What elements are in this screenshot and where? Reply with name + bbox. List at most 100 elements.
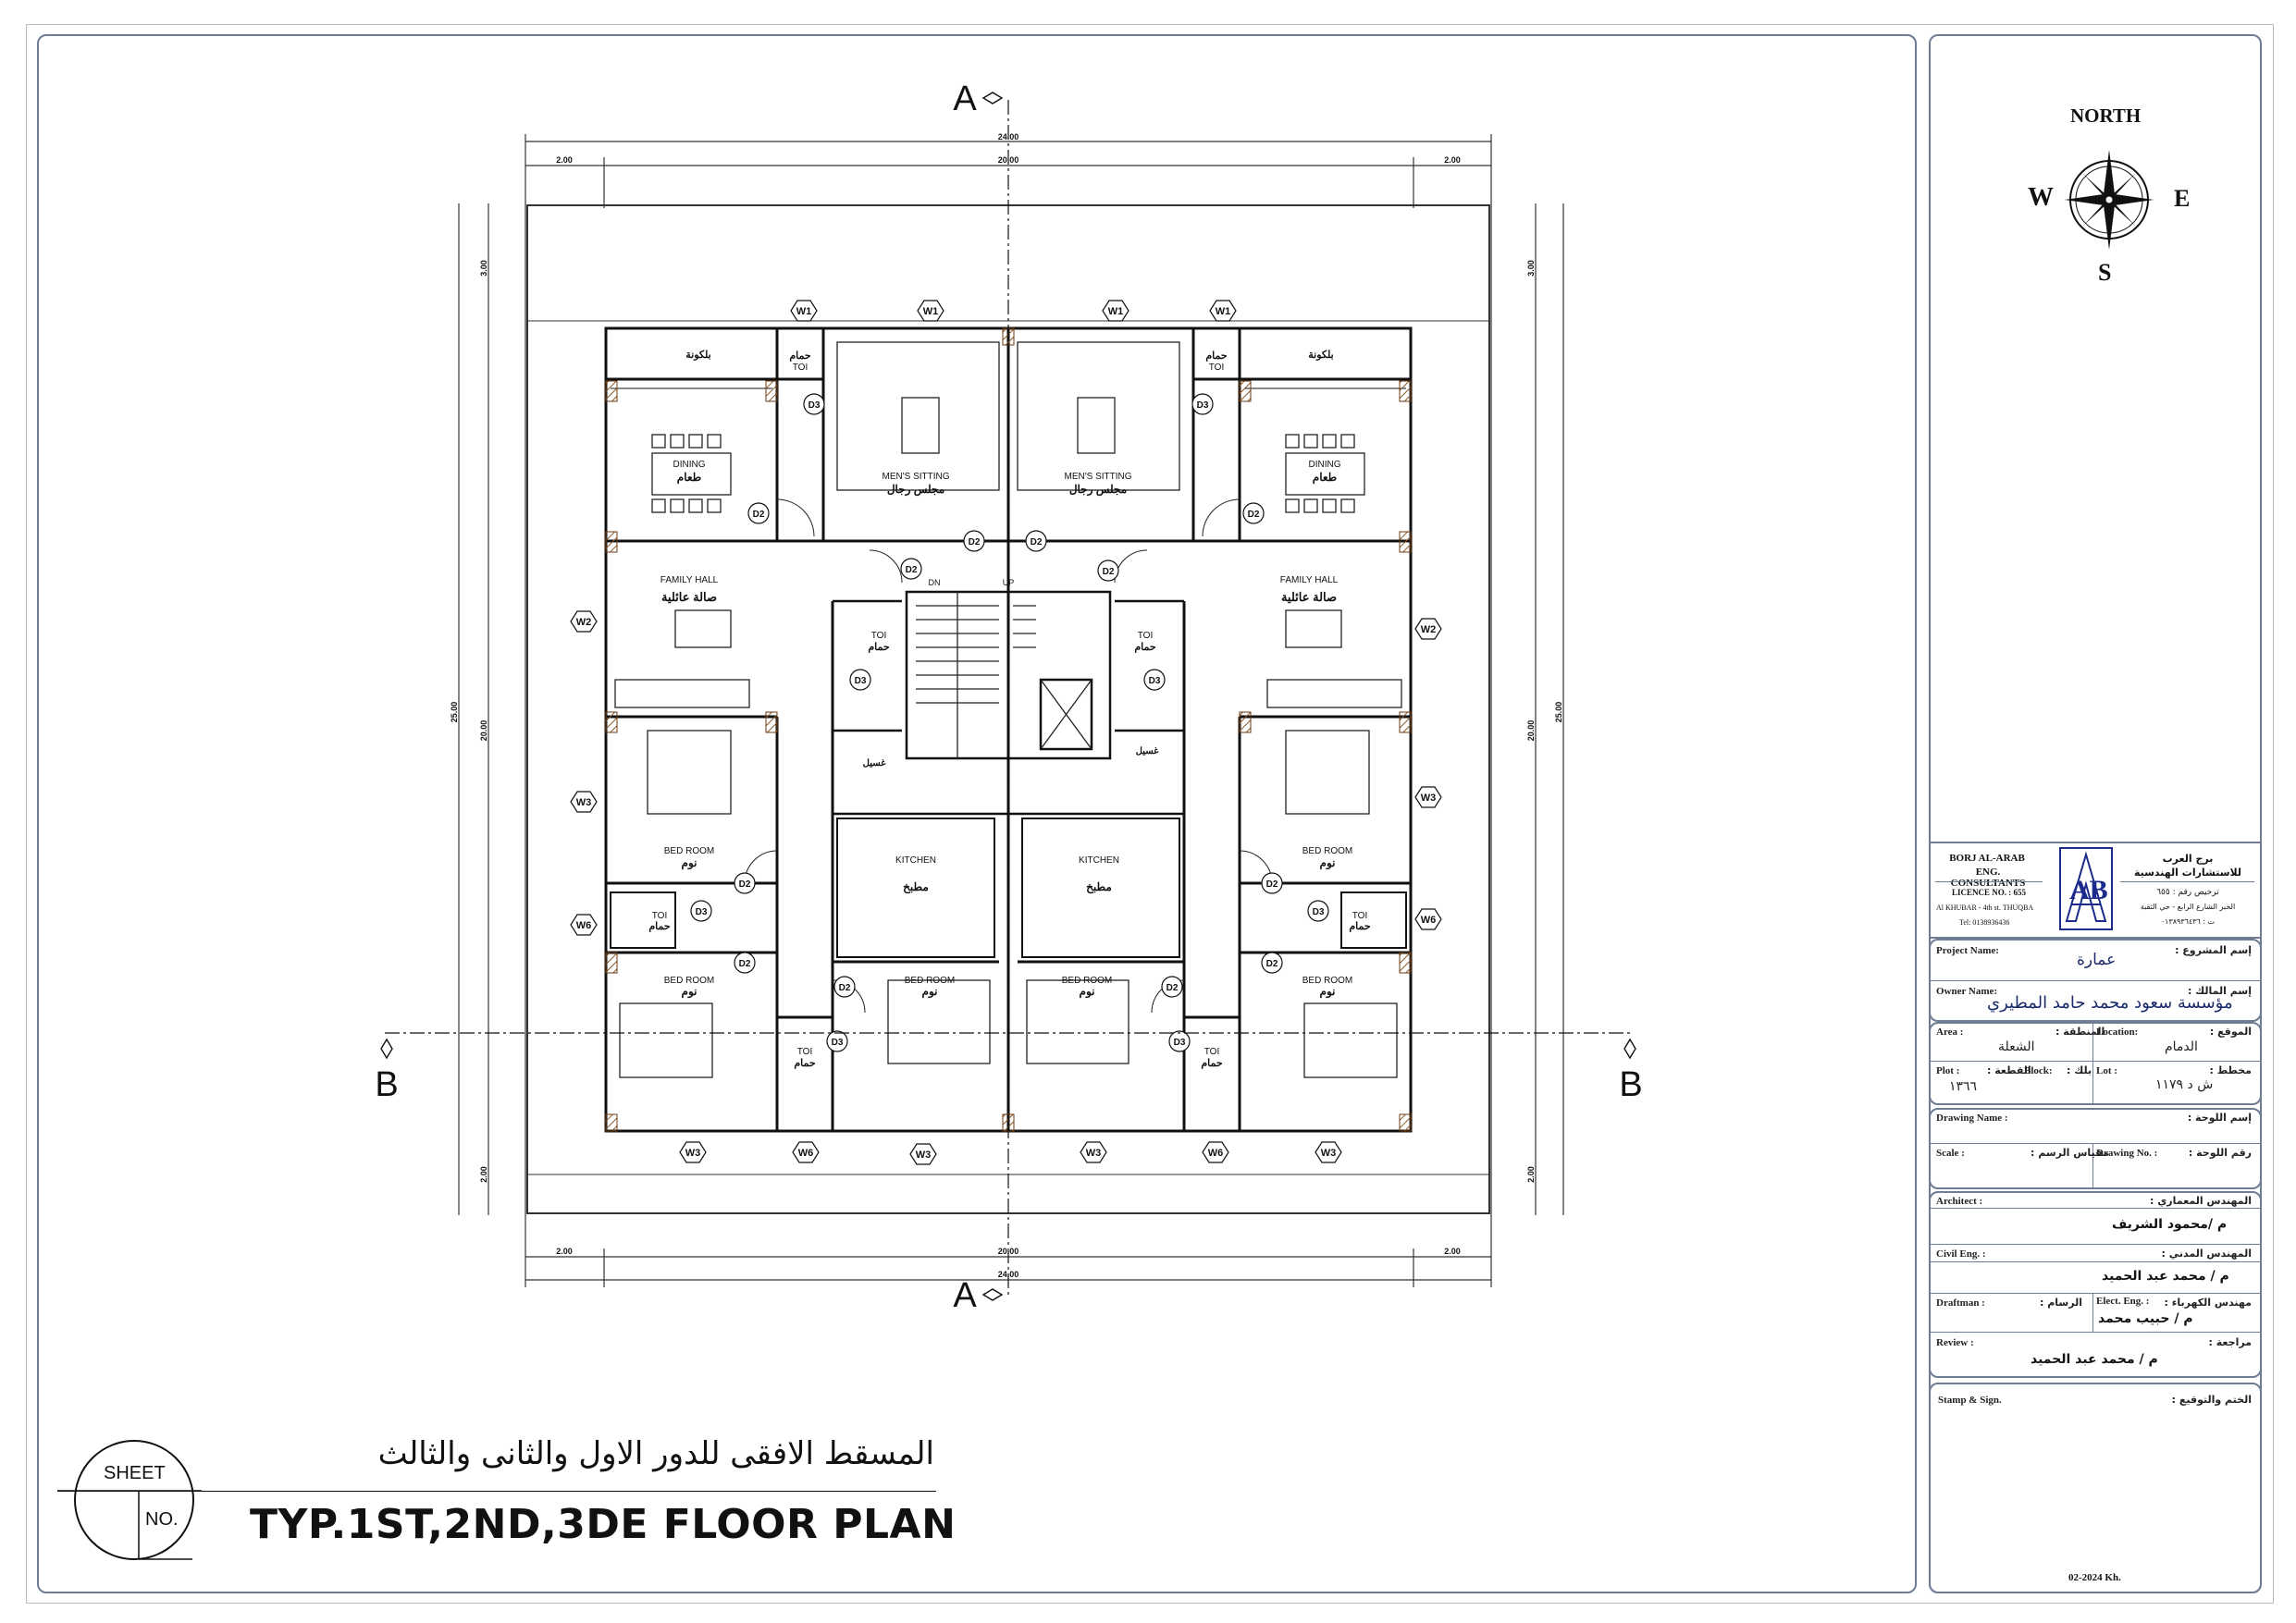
- room-family-left-en: FAMILY HALL: [660, 575, 719, 585]
- tag-d2-2: D2: [1242, 502, 1265, 524]
- tag-w6-bottom-1: W6: [792, 1141, 820, 1163]
- svg-text:D3: D3: [1313, 907, 1325, 917]
- drawing-divider-h: [1929, 1143, 2262, 1144]
- room-family-left-ar: صالة عائلية: [661, 590, 717, 604]
- firm-name-ar-2: للاستشارات الهندسية: [2133, 867, 2242, 879]
- tag-d3-6: D3: [1307, 900, 1329, 922]
- room-bed6-ar: نوم: [1320, 985, 1336, 999]
- tag-w3-left: W3: [570, 791, 598, 813]
- lot-label-ar: مخطط :: [2209, 1064, 2252, 1076]
- svg-text:W3: W3: [576, 797, 592, 808]
- title-underline: [57, 1491, 936, 1492]
- room-toi-6-ar: حمام: [1349, 921, 1371, 932]
- room-laundry-right: غسيل: [1136, 746, 1160, 756]
- room-toi-1-en: TOI: [793, 363, 808, 373]
- room-toi-2-ar: حمام: [1205, 350, 1228, 362]
- drawing-divider-v: [2092, 1143, 2093, 1189]
- location-divider-h: [1929, 1061, 2262, 1062]
- svg-text:D2: D2: [839, 983, 851, 993]
- room-mens-left-en: MEN'S SITTING: [882, 472, 949, 482]
- stamp-label: Stamp & Sign.: [1938, 1395, 2002, 1406]
- lot-value: ش د ١١٧٩: [2155, 1077, 2214, 1092]
- room-bed4-ar: نوم: [922, 985, 938, 999]
- tag-w1-right: W1: [1102, 300, 1129, 322]
- room-toi-5-ar: حمام: [648, 921, 671, 932]
- firm-divider-left: [1935, 881, 2043, 882]
- svg-text:W3: W3: [916, 1150, 932, 1161]
- elect-value: م / حبيب محمد: [2098, 1311, 2193, 1326]
- eng-divider-2: [1929, 1244, 2262, 1245]
- section-a-bottom: A: [953, 1276, 977, 1315]
- svg-text:D2: D2: [1248, 510, 1260, 520]
- project-label: Project Name:: [1936, 945, 1999, 956]
- window-tags: W1 W1 W1 W1 W2 W2 W3 W3 W6 W6 W3 W6 W3 W…: [570, 300, 1442, 1165]
- room-toi-5-en: TOI: [652, 911, 667, 921]
- room-bed5-ar: نوم: [1080, 985, 1095, 999]
- room-toi-4-en: TOI: [1138, 631, 1153, 641]
- tag-w6-bottom-2: W6: [1202, 1141, 1229, 1163]
- eng-divider-5: [1929, 1332, 2262, 1333]
- tag-w4-right: W1: [1209, 300, 1237, 322]
- area-label-ar: المنطقة :: [2055, 1026, 2105, 1038]
- room-family-right-en: FAMILY HALL: [1280, 575, 1339, 585]
- dimension-texts: 2.00 20.00 2.00 24.00 2.00 20.00 2.00 24…: [450, 132, 1563, 1279]
- room-balcony-left: بلكونة: [685, 350, 710, 361]
- architect-label-ar: المهندس المعماري :: [2149, 1195, 2252, 1207]
- date-code: 02-2024 Kh.: [2068, 1572, 2121, 1583]
- room-bed1-ar: نوم: [682, 856, 697, 870]
- svg-text:W2: W2: [1421, 624, 1437, 635]
- tag-d2-3: D2: [963, 530, 985, 552]
- tag-d3-5: D3: [690, 900, 712, 922]
- svg-text:D3: D3: [696, 907, 708, 917]
- svg-text:W6: W6: [798, 1148, 814, 1159]
- svg-text:D3: D3: [809, 400, 821, 411]
- stair-dn-label: DN: [929, 578, 941, 587]
- room-laundry-left: غسيل: [863, 758, 887, 768]
- architect-value: م /محمود الشريف: [2112, 1217, 2228, 1232]
- svg-text:D2: D2: [739, 879, 751, 890]
- firm-tel-ar: ت : ٠١٣٨٩٣٦٤٣٦: [2160, 917, 2216, 926]
- dim-right-mid: 20.00: [1526, 720, 1536, 742]
- section-b-left: B: [375, 1065, 398, 1104]
- svg-text:W3: W3: [685, 1148, 701, 1159]
- tag-w1-left: W1: [917, 300, 944, 322]
- sheet-no-label: NO.: [145, 1509, 179, 1530]
- room-dining-right-en: DINING: [1309, 460, 1341, 470]
- svg-text:W1: W1: [1216, 306, 1231, 317]
- room-toi-3-en: TOI: [871, 631, 886, 641]
- tag-d3-1: D3: [803, 393, 825, 415]
- room-toi-7-ar: حمام: [794, 1058, 816, 1069]
- tag-w3-bottom-3: W3: [1080, 1141, 1107, 1163]
- tag-d2-7: D2: [734, 872, 756, 894]
- door-tags: D2 D2 D2 D2 D2 D2 D3 D3 D3 D3 D2 D2 D3 D…: [690, 393, 1329, 1052]
- tag-w6-left: W6: [570, 914, 598, 936]
- tag-w4-left: W1: [790, 300, 818, 322]
- tag-d2-8: D2: [1261, 872, 1283, 894]
- svg-text:W6: W6: [1421, 915, 1437, 926]
- room-balcony-right: بلكونة: [1308, 350, 1333, 361]
- area-value: الشعلة: [1998, 1039, 2035, 1054]
- plan-title-arabic: المسقط الافقى للدور الاول والثانى والثال…: [377, 1435, 934, 1472]
- tag-d2-1: D2: [747, 502, 770, 524]
- dim-right-top: 3.00: [1526, 260, 1536, 277]
- compass-north-label: NORTH: [2070, 105, 2142, 127]
- section-markers: [380, 92, 1636, 1301]
- plot-label-ar: القطعة :: [1987, 1064, 2031, 1076]
- room-toi-3-ar: حمام: [868, 642, 890, 653]
- room-family-right-ar: صالة عائلية: [1281, 590, 1337, 604]
- firm-name-en-2: ENG. CONSULTANTS: [1950, 867, 2026, 889]
- firm-name-en-1: BORJ AL-ARAB: [1949, 853, 2025, 864]
- room-kitchen-left-ar: مطبخ: [903, 880, 929, 894]
- engineers-box: [1929, 1191, 2262, 1378]
- floor-plan: 2.00 20.00 2.00 24.00 2.00 20.00 2.00 24…: [375, 80, 1642, 1315]
- tag-w6-right: W6: [1414, 908, 1442, 930]
- drawing-no-label: Drawing No. :: [2096, 1148, 2158, 1159]
- eng-divider-4: [1929, 1293, 2262, 1294]
- eng-divider-3: [1929, 1261, 2262, 1262]
- elect-label-ar: مهندس الكهرباء :: [2164, 1297, 2252, 1309]
- firm-licence: LICENCE NO. : 655: [1952, 888, 2027, 897]
- section-a-top: A: [953, 80, 977, 118]
- stamp-box: [1929, 1383, 2262, 1593]
- civil-value: م / محمد عبد الحميد: [2102, 1269, 2229, 1284]
- room-bed2-ar: نوم: [1320, 856, 1336, 870]
